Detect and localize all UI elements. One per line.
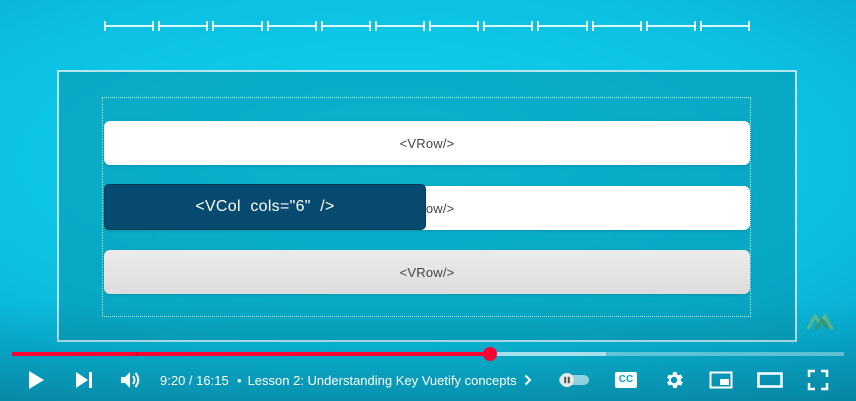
- grid-ruler: [104, 18, 750, 34]
- chevron-right-icon: [524, 374, 532, 386]
- vrow-3-label: <VRow/>: [399, 264, 455, 280]
- mute-button[interactable]: [117, 362, 145, 398]
- vrow-1: <VRow/>: [104, 121, 750, 165]
- captions-icon: CC: [614, 371, 638, 389]
- time-current: 9:20: [160, 372, 186, 388]
- chapter-bullet: •: [237, 372, 242, 388]
- ruler-tick: [368, 21, 371, 31]
- ruler-tick: [206, 21, 209, 31]
- ruler-segment: [320, 25, 371, 27]
- controls-gradient: [0, 300, 856, 401]
- ruler-segment: [212, 25, 263, 27]
- play-button[interactable]: [22, 362, 50, 398]
- play-icon: [27, 370, 45, 390]
- time-display: 9:20 / 16:15: [160, 362, 229, 398]
- volume-icon: [120, 370, 142, 390]
- ruler-tick: [320, 21, 323, 31]
- ruler-tick: [693, 21, 696, 31]
- theater-icon: [757, 372, 783, 388]
- ruler-tick: [158, 21, 161, 31]
- miniplayer-button[interactable]: [707, 362, 735, 398]
- ruler-segment: [104, 25, 155, 27]
- progress-played: [12, 352, 490, 356]
- captions-label: CC: [618, 374, 634, 385]
- ruler-segment: [645, 25, 696, 27]
- autoplay-toggle[interactable]: [557, 362, 591, 398]
- chapter-marker: [136, 352, 138, 356]
- vrow-3: <VRow/>: [104, 250, 750, 294]
- next-button[interactable]: [70, 362, 98, 398]
- progress-scrubber[interactable]: [482, 347, 497, 361]
- miniplayer-icon: [709, 371, 733, 389]
- ruler-segment: [483, 25, 534, 27]
- fullscreen-button[interactable]: [804, 362, 832, 398]
- fullscreen-icon: [807, 369, 829, 391]
- chapter-title: Lesson 2: Understanding Key Vuetify conc…: [247, 372, 517, 388]
- ruler-tick: [423, 21, 425, 31]
- ruler-segment: [591, 25, 642, 27]
- captions-button[interactable]: CC: [612, 362, 640, 398]
- ruler-tick: [477, 21, 480, 31]
- vrow-1-label: <VRow/>: [399, 135, 455, 151]
- ruler-tick: [260, 21, 263, 31]
- vcol-label: <VCol cols="6" />: [195, 198, 335, 215]
- ruler-tick: [639, 21, 642, 31]
- theater-mode-button[interactable]: [755, 362, 785, 398]
- ruler-tick: [645, 21, 648, 31]
- settings-button[interactable]: [660, 362, 688, 398]
- vcontainer-dotted-area: [102, 97, 751, 317]
- ruler-tick: [266, 21, 269, 31]
- ruler-tick: [585, 21, 588, 31]
- time-total: 16:15: [196, 372, 229, 388]
- ruler-tick: [104, 21, 106, 31]
- player-controls: 9:20 / 16:15 • Lesson 2: Understanding K…: [0, 362, 856, 398]
- ruler-tick: [374, 21, 377, 31]
- ruler-segment: [374, 25, 425, 27]
- autoplay-toggle-icon: [557, 372, 591, 388]
- ruler-tick: [152, 21, 155, 31]
- channel-logo-icon: [806, 311, 838, 333]
- ruler-tick: [537, 21, 540, 31]
- vcol-cols-6: <VCol cols="6" />: [104, 184, 426, 230]
- ruler-tick: [699, 21, 702, 31]
- ruler-tick: [314, 21, 317, 31]
- ruler-segment: [429, 25, 480, 27]
- progress-bar[interactable]: [12, 347, 844, 361]
- time-separator: /: [185, 372, 197, 388]
- ruler-tick: [591, 21, 594, 31]
- ruler-segment: [266, 25, 317, 27]
- chapter-button[interactable]: • Lesson 2: Understanding Key Vuetify co…: [237, 362, 532, 398]
- ruler-tick: [531, 21, 534, 31]
- next-icon: [74, 371, 94, 389]
- ruler-tick: [212, 21, 215, 31]
- ruler-tick: [483, 21, 486, 31]
- ruler-segment: [158, 25, 209, 27]
- ruler-tick: [748, 21, 750, 31]
- settings-icon: [663, 369, 685, 391]
- ruler-segment: [699, 25, 750, 27]
- ruler-tick: [429, 21, 431, 31]
- ruler-segment: [537, 25, 588, 27]
